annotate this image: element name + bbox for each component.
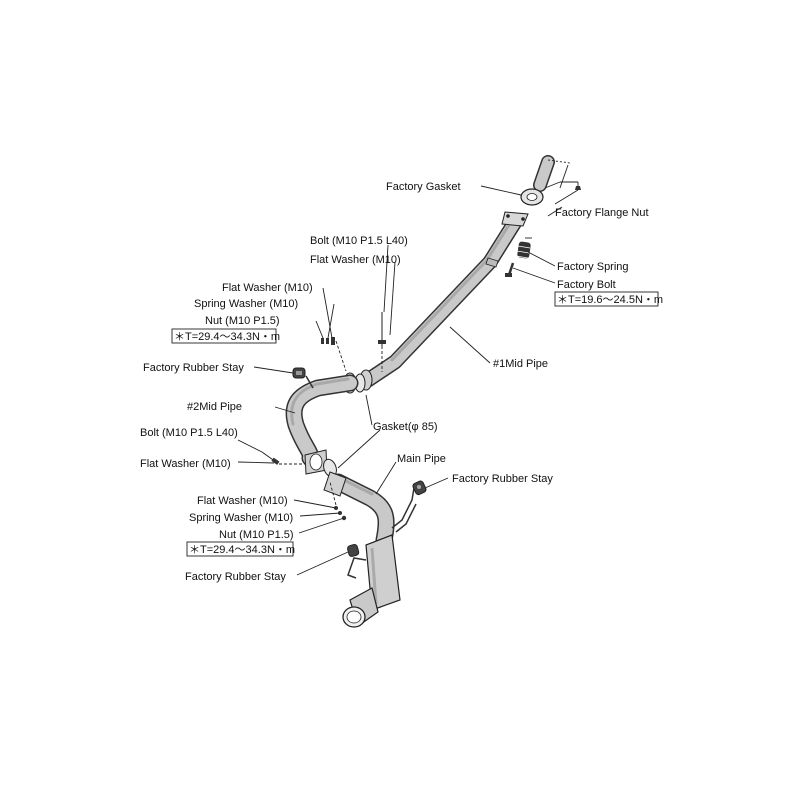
label-mid-pipe-1: #1Mid Pipe xyxy=(493,358,548,370)
nut-washer-set-upper xyxy=(321,337,347,372)
label-factory-spring: Factory Spring xyxy=(557,261,629,273)
label-factory-rubber-stay-right: Factory Rubber Stay xyxy=(452,473,553,485)
label-gasket-85: Gasket(φ 85) xyxy=(373,421,438,433)
factory-spring xyxy=(515,237,532,259)
label-bolt-lower: Bolt (M10 P1.5 L40) xyxy=(140,427,238,439)
label-spring-washer-left: Spring Washer (M10) xyxy=(194,298,298,310)
label-factory-rubber-stay-bottom: Factory Rubber Stay xyxy=(185,571,286,583)
label-flat-washer-left: Flat Washer (M10) xyxy=(222,282,313,294)
label-flat-washer-top: Flat Washer (M10) xyxy=(310,254,401,266)
leader-lines xyxy=(237,185,579,576)
label-flat-washer-lower: Flat Washer (M10) xyxy=(140,458,231,470)
factory-pipe-stub xyxy=(533,155,571,192)
factory-rubber-stay-bottom xyxy=(347,544,360,557)
factory-bolt xyxy=(505,262,515,277)
label-torque-factory-bolt: ＊T=19.6〜24.5N・m xyxy=(557,294,663,306)
bolt-top xyxy=(378,312,386,372)
label-factory-flange-nut: Factory Flange Nut xyxy=(555,207,649,219)
label-torque-left: ＊T=29.4〜34.3N・m xyxy=(174,331,280,343)
label-nut-bottom: Nut (M10 P1.5) xyxy=(219,529,294,541)
mid-pipe-2 xyxy=(285,374,359,475)
label-flat-washer-bottom: Flat Washer (M10) xyxy=(197,495,288,507)
label-main-pipe: Main Pipe xyxy=(397,453,446,465)
muffler xyxy=(342,534,401,628)
label-nut-left: Nut (M10 P1.5) xyxy=(205,315,280,327)
label-factory-bolt: Factory Bolt xyxy=(557,279,616,291)
factory-rubber-stay-right xyxy=(412,480,427,496)
torque-box-bottom xyxy=(186,541,294,557)
factory-flange-nut xyxy=(544,181,581,190)
torque-box-factory-bolt xyxy=(554,291,659,307)
main-pipe xyxy=(323,471,417,549)
label-factory-rubber-stay-upper: Factory Rubber Stay xyxy=(143,362,244,374)
label-factory-gasket: Factory Gasket xyxy=(386,181,461,193)
label-mid-pipe-2: #2Mid Pipe xyxy=(187,401,242,413)
factory-gasket xyxy=(520,188,544,206)
mid-pipe-1 xyxy=(359,211,529,391)
label-bolt-top: Bolt (M10 P1.5 L40) xyxy=(310,235,408,247)
factory-rubber-stay-upper xyxy=(292,367,306,379)
labels: Factory Gasket Factory Flange Nut Bolt (… xyxy=(140,181,663,583)
torque-box-left xyxy=(171,328,277,344)
bolt-lower xyxy=(261,451,305,465)
label-torque-bottom: ＊T=29.4〜34.3N・m xyxy=(189,544,295,556)
label-spring-washer-bottom: Spring Washer (M10) xyxy=(189,512,293,524)
